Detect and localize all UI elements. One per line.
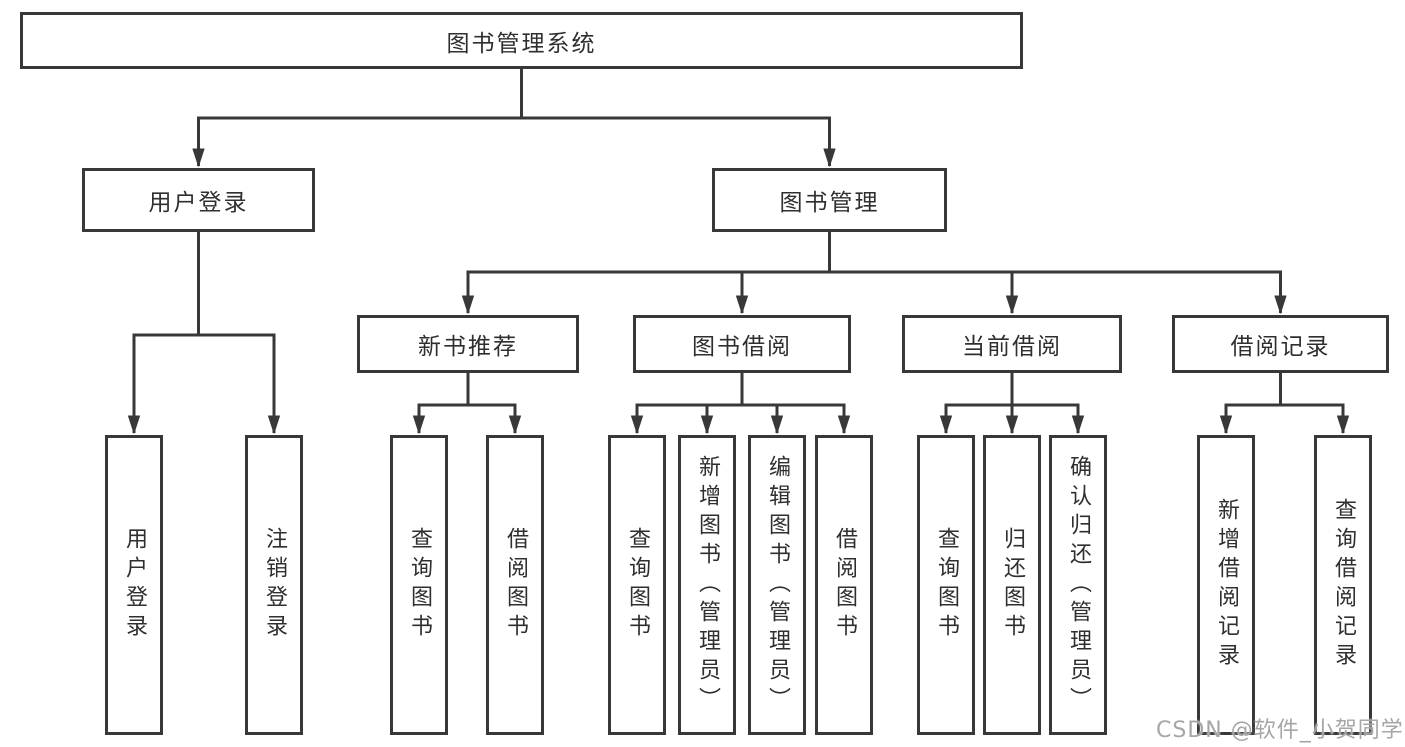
node-library-management-system: 图书管理系统: [20, 12, 1023, 69]
leaf-query-books-recommend: 查询图书: [390, 435, 448, 735]
leaf-user-login: 用户登录: [105, 435, 163, 735]
connector-trunks: [132, 67, 1345, 407]
node-user-login: 用户登录: [82, 168, 315, 232]
leaf-query-borrow-record: 查询借阅记录: [1314, 435, 1372, 735]
leaf-edit-books-admin: 编辑图书（管理员）: [748, 435, 806, 735]
leaf-query-books-current: 查询图书: [917, 435, 975, 735]
leaf-borrow-books-recommend: 借阅图书: [486, 435, 544, 735]
leaf-query-books-borrow: 查询图书: [608, 435, 666, 735]
node-book-borrowing: 图书借阅: [633, 315, 851, 373]
csdn-watermark: CSDN @软件_小贺同学: [1156, 718, 1404, 743]
leaf-add-borrow-record: 新增借阅记录: [1197, 435, 1255, 735]
leaf-borrow-books: 借阅图书: [815, 435, 873, 735]
leaf-confirm-return-admin: 确认归还（管理员）: [1049, 435, 1107, 735]
leaf-add-books-admin: 新增图书（管理员）: [678, 435, 736, 735]
node-borrowing-records: 借阅记录: [1172, 315, 1389, 373]
leaf-return-books: 归还图书: [983, 435, 1041, 735]
node-book-management: 图书管理: [712, 168, 947, 232]
node-new-book-recommend: 新书推荐: [357, 315, 579, 373]
connector-arrows: [134, 118, 1343, 433]
leaf-logout: 注销登录: [245, 435, 303, 735]
node-current-borrowing: 当前借阅: [902, 315, 1122, 373]
